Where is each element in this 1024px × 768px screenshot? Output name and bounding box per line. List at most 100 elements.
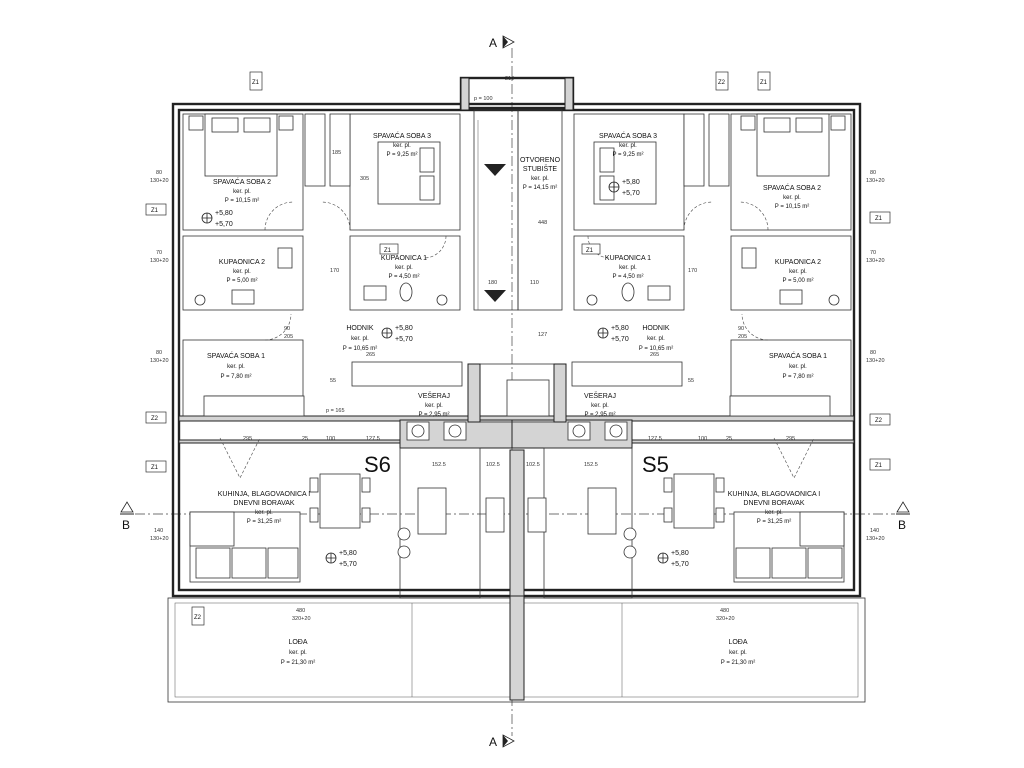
window-tag-z2: Z2 xyxy=(145,411,167,424)
svg-text:P = 14,15 m²: P = 14,15 m² xyxy=(523,185,557,191)
svg-text:102.5: 102.5 xyxy=(486,462,500,468)
svg-text:205: 205 xyxy=(284,334,293,340)
svg-text:B: B xyxy=(898,518,906,532)
svg-text:ker. pl.: ker. pl. xyxy=(393,143,411,149)
level-marker-left-living: +5,80 +5,70 xyxy=(325,550,357,568)
svg-text:P = 10,65 m²: P = 10,65 m² xyxy=(639,346,673,352)
svg-text:P = 4,50 m²: P = 4,50 m² xyxy=(612,274,643,280)
svg-text:+5,80: +5,80 xyxy=(611,325,629,332)
svg-text:130+20: 130+20 xyxy=(866,178,885,184)
svg-text:130+20: 130+20 xyxy=(150,178,169,184)
svg-text:A: A xyxy=(489,735,497,749)
svg-text:448: 448 xyxy=(538,220,547,226)
svg-text:SPAVAĆA SOBA 2: SPAVAĆA SOBA 2 xyxy=(213,177,271,186)
svg-text:SPAVAĆA SOBA 2: SPAVAĆA SOBA 2 xyxy=(763,183,821,192)
svg-text:Z1: Z1 xyxy=(151,208,159,214)
svg-text:130+20: 130+20 xyxy=(866,258,885,264)
svg-text:ker. pl.: ker. pl. xyxy=(647,336,665,342)
section-marker-a-bottom: A xyxy=(489,734,515,749)
furniture-right xyxy=(527,113,846,583)
svg-text:A: A xyxy=(489,36,497,50)
svg-text:+5,70: +5,70 xyxy=(671,561,689,568)
svg-text:KUHINJA, BLAGOVAONICA I: KUHINJA, BLAGOVAONICA I xyxy=(218,491,311,498)
svg-text:210: 210 xyxy=(505,76,514,82)
svg-text:p = 100: p = 100 xyxy=(474,96,493,102)
room-label-hodnik-left: HODNIK ker. pl. P = 10,65 m² xyxy=(343,325,377,352)
svg-text:320+20: 320+20 xyxy=(292,616,311,622)
svg-text:VEŠERAJ: VEŠERAJ xyxy=(584,391,616,400)
svg-text:Z1: Z1 xyxy=(586,248,594,254)
svg-text:ker. pl.: ker. pl. xyxy=(765,510,783,516)
window-tag-z1: Z1 xyxy=(379,243,399,255)
window-tag-z2: Z2 xyxy=(715,71,729,91)
svg-text:170: 170 xyxy=(330,268,339,274)
svg-text:+5,80: +5,80 xyxy=(671,550,689,557)
svg-text:+5,80: +5,80 xyxy=(622,179,640,186)
window-tag-z2: Z2 xyxy=(869,413,891,426)
window-tag-z1: Z1 xyxy=(145,203,167,216)
svg-text:90: 90 xyxy=(738,326,744,332)
stair-arrows xyxy=(477,120,506,310)
svg-text:+5,70: +5,70 xyxy=(215,221,233,228)
svg-text:305: 305 xyxy=(360,176,369,182)
svg-text:Z1: Z1 xyxy=(252,80,260,86)
room-label-veseraj-left: VEŠERAJ ker. pl. P = 2,95 m² xyxy=(418,391,450,418)
svg-text:70: 70 xyxy=(156,250,162,256)
svg-text:KUPAONICA 1: KUPAONICA 1 xyxy=(605,255,651,262)
svg-text:80: 80 xyxy=(156,350,162,356)
room-label-spavaca-soba-1-left: SPAVAĆA SOBA 1 ker. pl. P = 7,80 m² xyxy=(207,351,265,380)
svg-text:KUHINJA, BLAGOVAONICA I: KUHINJA, BLAGOVAONICA I xyxy=(728,491,821,498)
svg-text:Z1: Z1 xyxy=(384,248,392,254)
svg-text:B: B xyxy=(122,518,130,532)
svg-text:140: 140 xyxy=(870,528,879,534)
window-tag-z1: Z1 xyxy=(581,243,601,255)
svg-text:KUPAONICA 2: KUPAONICA 2 xyxy=(219,259,265,266)
level-marker-right-living: +5,80 +5,70 xyxy=(657,550,689,568)
svg-text:110: 110 xyxy=(530,280,539,286)
svg-text:ker. pl.: ker. pl. xyxy=(619,265,637,271)
svg-text:ker. pl.: ker. pl. xyxy=(233,189,251,195)
svg-text:ker. pl.: ker. pl. xyxy=(789,269,807,275)
svg-text:P = 9,25 m²: P = 9,25 m² xyxy=(386,152,417,158)
svg-text:SPAVAĆA SOBA 3: SPAVAĆA SOBA 3 xyxy=(373,131,431,140)
svg-text:320+20: 320+20 xyxy=(716,616,735,622)
svg-text:P = 10,15 m²: P = 10,15 m² xyxy=(225,198,259,204)
svg-text:130+20: 130+20 xyxy=(150,358,169,364)
section-marker-b-left: B xyxy=(120,501,134,532)
dimensions: 295 25 100 127.5 127.5 100 25 295 152.5 … xyxy=(150,76,885,622)
svg-text:P = 5,00 m²: P = 5,00 m² xyxy=(226,278,257,284)
svg-text:ker. pl.: ker. pl. xyxy=(531,176,549,182)
window-tag-z2: Z2 xyxy=(191,606,205,626)
svg-text:ker. pl.: ker. pl. xyxy=(395,265,413,271)
svg-text:P = 2,95 m²: P = 2,95 m² xyxy=(418,412,449,418)
svg-text:55: 55 xyxy=(330,378,336,384)
room-label-spavaca-soba-3-left: SPAVAĆA SOBA 3 ker. pl. P = 9,25 m² xyxy=(373,131,431,158)
svg-text:ker. pl.: ker. pl. xyxy=(227,364,245,370)
room-label-spavaca-soba-3-right: SPAVAĆA SOBA 3 ker. pl. P = 9,25 m² xyxy=(599,131,657,158)
svg-text:P = 10,65 m²: P = 10,65 m² xyxy=(343,346,377,352)
svg-text:100: 100 xyxy=(698,436,707,442)
window-tag-z1: Z1 xyxy=(869,458,891,471)
svg-text:P = 10,15 m²: P = 10,15 m² xyxy=(775,204,809,210)
svg-text:LOĐA: LOĐA xyxy=(728,639,747,646)
svg-text:265: 265 xyxy=(650,352,659,358)
room-label-hodnik-right: HODNIK ker. pl. P = 10,65 m² xyxy=(639,325,673,352)
svg-text:+5,80: +5,80 xyxy=(215,210,233,217)
room-label-kupaonica-1-left: KUPAONICA 1 ker. pl. P = 4,50 m² xyxy=(381,255,427,280)
svg-text:ker. pl.: ker. pl. xyxy=(289,650,307,656)
svg-text:P = 4,50 m²: P = 4,50 m² xyxy=(388,274,419,280)
svg-text:+5,70: +5,70 xyxy=(395,336,413,343)
svg-text:Z2: Z2 xyxy=(718,80,726,86)
svg-text:185: 185 xyxy=(332,150,341,156)
svg-text:130+20: 130+20 xyxy=(866,358,885,364)
level-marker-right-bedroom: +5,80 +5,70 xyxy=(608,179,640,197)
svg-text:+5,70: +5,70 xyxy=(622,190,640,197)
svg-text:180: 180 xyxy=(488,280,497,286)
svg-text:DNEVNI BORAVAK: DNEVNI BORAVAK xyxy=(743,500,805,507)
room-label-kupaonica-2-right: KUPAONICA 2 ker. pl. P = 5,00 m² xyxy=(775,259,821,284)
svg-text:SPAVAĆA SOBA 1: SPAVAĆA SOBA 1 xyxy=(769,351,827,360)
svg-text:ker. pl.: ker. pl. xyxy=(351,336,369,342)
unit-label-s6: S6 xyxy=(364,452,391,477)
svg-text:p = 165: p = 165 xyxy=(326,408,345,414)
level-marker-left-hall: +5,80 +5,70 xyxy=(381,325,413,343)
